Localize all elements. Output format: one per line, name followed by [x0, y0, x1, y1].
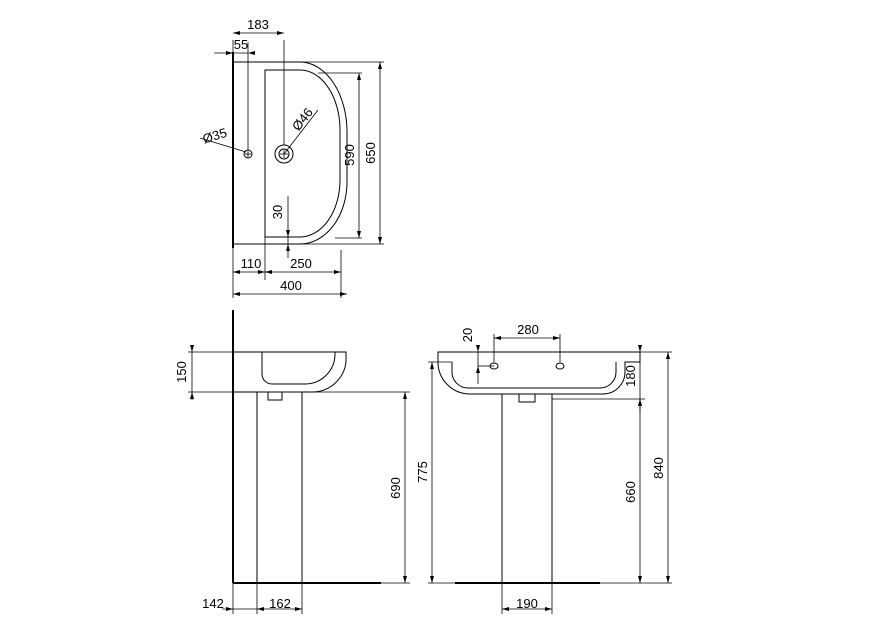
front-basin-outline — [437, 351, 641, 395]
dim-55: 55 — [234, 37, 248, 52]
dim-20: 20 — [460, 328, 475, 342]
dim-183: 183 — [247, 17, 269, 32]
front-view: 20 280 180 660 840 775 — [415, 322, 672, 614]
dim-190: 190 — [516, 596, 538, 611]
basin-outline — [233, 61, 348, 245]
dim-400: 400 — [280, 278, 302, 293]
dim-150: 150 — [174, 361, 189, 383]
dim-250: 250 — [290, 256, 312, 271]
dim-180: 180 — [623, 365, 638, 387]
dim-590: 590 — [342, 144, 357, 166]
bowl-outline — [264, 69, 341, 238]
dim-280: 280 — [517, 322, 539, 337]
dim-30: 30 — [270, 205, 285, 219]
dim-dia46: Ø46 — [289, 105, 316, 134]
top-view: 183 55 Ø35 Ø46 590 650 30 — [199, 17, 384, 298]
dim-dia35: Ø35 — [201, 125, 229, 147]
dim-690: 690 — [388, 477, 403, 499]
side-view: 150 690 142 162 — [174, 310, 410, 614]
dim-650: 650 — [363, 142, 378, 164]
dim-660: 660 — [623, 481, 638, 503]
dim-142: 142 — [202, 596, 224, 611]
dim-162: 162 — [269, 596, 291, 611]
dim-840: 840 — [651, 457, 666, 479]
dim-775: 775 — [415, 461, 430, 483]
tap-hole-right-icon — [555, 362, 565, 370]
dim-110: 110 — [241, 256, 262, 271]
